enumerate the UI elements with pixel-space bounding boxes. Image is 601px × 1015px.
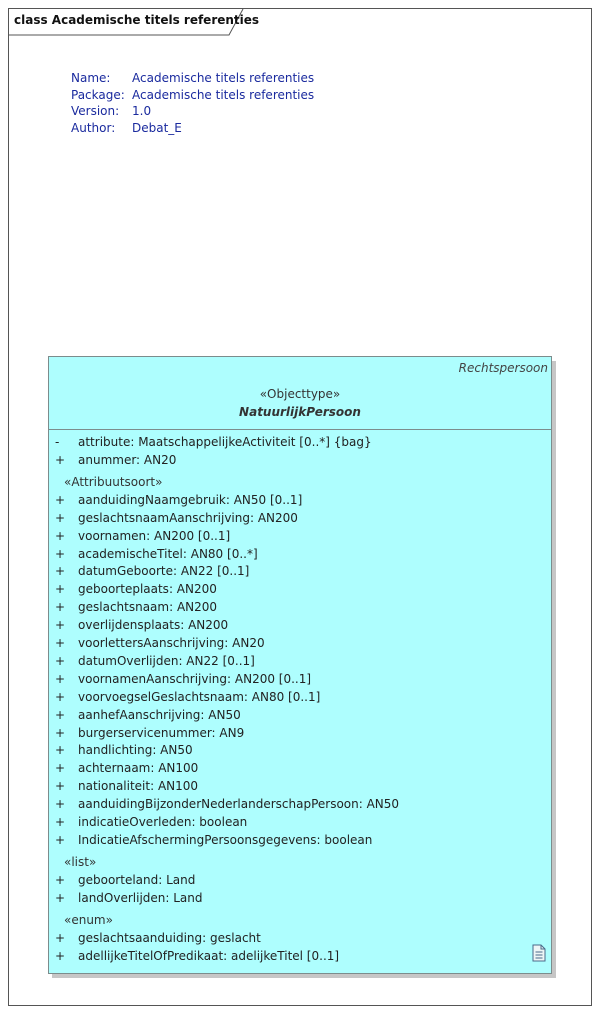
meta-value: Debat_E bbox=[132, 120, 182, 135]
visibility-marker: + bbox=[55, 707, 66, 722]
meta-row-version: Version: 1.0 bbox=[71, 103, 314, 120]
frame-title: class Academische titels referenties bbox=[14, 13, 260, 27]
attribute-text: geslachtsaanduiding: geslacht bbox=[78, 930, 261, 945]
attribute-text: attribute: MaatschappelijkeActiviteit [0… bbox=[78, 435, 372, 449]
visibility-marker: + bbox=[55, 725, 66, 740]
attribute-text: anummer: AN20 bbox=[78, 452, 177, 467]
meta-value: 1.0 bbox=[132, 104, 152, 118]
visibility-marker: + bbox=[55, 510, 66, 525]
attribute-text: indicatieOverleden: boolean bbox=[78, 815, 248, 829]
attribute-text: nationaliteit: AN100 bbox=[78, 779, 199, 794]
attribute-text: academischeTitel: AN80 [0..*] bbox=[78, 546, 258, 561]
visibility-marker: + bbox=[55, 779, 66, 794]
attribute-text: IndicatieAfschermingPersoonsgegevens: bo… bbox=[78, 832, 373, 847]
visibility-marker: + bbox=[55, 930, 66, 945]
visibility-marker: + bbox=[55, 797, 66, 812]
visibility-marker: + bbox=[55, 890, 66, 905]
visibility-marker: + bbox=[55, 653, 66, 668]
visibility-marker: + bbox=[55, 564, 66, 579]
visibility-marker: + bbox=[55, 671, 66, 686]
attribute-text: voorvoegselGeslachtsnaam: AN80 [0..1] bbox=[78, 689, 321, 704]
attribute-text: voornamenAanschrijving: AN200 [0..1] bbox=[78, 671, 312, 686]
attribute-text: aanhefAanschrijving: AN50 bbox=[78, 707, 241, 722]
visibility-marker: + bbox=[55, 636, 66, 650]
meta-row-name: Name: Academische titels referenties bbox=[71, 70, 314, 87]
visibility-marker: + bbox=[55, 492, 66, 507]
visibility-marker: + bbox=[55, 761, 66, 776]
visibility-marker: + bbox=[55, 582, 66, 597]
visibility-marker: + bbox=[55, 743, 66, 758]
attribute-text: handlichting: AN50 bbox=[78, 743, 193, 758]
meta-row-package: Package: Academische titels referenties bbox=[71, 87, 314, 104]
attribute-text: geboorteland: Land bbox=[78, 872, 196, 887]
meta-key: Version: bbox=[71, 104, 120, 118]
attribute-text: achternaam: AN100 bbox=[78, 761, 199, 776]
visibility-marker: + bbox=[55, 832, 66, 847]
compartment-divider bbox=[49, 429, 551, 430]
visibility-marker: + bbox=[55, 948, 66, 963]
visibility-marker: + bbox=[55, 618, 66, 633]
meta-row-author: Author: Debat_E bbox=[71, 120, 314, 137]
visibility-marker: + bbox=[55, 452, 66, 467]
diagram-properties: Name: Academische titels referenties Pac… bbox=[71, 70, 314, 136]
visibility-marker: + bbox=[55, 600, 66, 615]
attribute-text: aanduidingBijzonderNederlanderschapPerso… bbox=[78, 797, 400, 812]
attribute-text: geslachtsnaamAanschrijving: AN200 bbox=[78, 510, 298, 525]
visibility-marker: + bbox=[55, 689, 66, 704]
attribute-text: datumGeboorte: AN22 [0..1] bbox=[78, 564, 250, 579]
attribute-text: geboorteplaats: AN200 bbox=[78, 582, 217, 597]
note-icon[interactable] bbox=[531, 944, 547, 962]
attribute-text: burgerservicenummer: AN9 bbox=[78, 725, 245, 740]
frame-title-tab bbox=[9, 9, 244, 36]
class-stereotype: «Objecttype» bbox=[259, 387, 341, 401]
meta-key: Author: bbox=[71, 120, 116, 135]
meta-key: Package: bbox=[71, 87, 125, 102]
visibility-marker: + bbox=[55, 528, 66, 543]
parent-class-label: Rechtspersoon bbox=[458, 361, 548, 375]
visibility-marker: + bbox=[55, 815, 66, 829]
attribute-text: adellijkeTitelOfPredikaat: adelijkeTitel… bbox=[78, 948, 340, 963]
visibility-marker: - bbox=[55, 435, 60, 449]
stereotype-group-label: «Attribuutsoort» bbox=[64, 474, 163, 489]
stereotype-group-label: «enum» bbox=[64, 912, 113, 927]
attribute-text: overlijdensplaats: AN200 bbox=[78, 618, 229, 633]
class-natuurlijk-persoon[interactable]: Rechtspersoon «Objecttype» NatuurlijkPer… bbox=[48, 356, 552, 974]
stereotype-group-label: «list» bbox=[64, 854, 97, 869]
meta-key: Name: bbox=[71, 71, 111, 85]
attribute-text: geslachtsnaam: AN200 bbox=[78, 600, 218, 615]
visibility-marker: + bbox=[55, 546, 66, 561]
attribute-text: datumOverlijden: AN22 [0..1] bbox=[78, 653, 255, 668]
attribute-text: voorlettersAanschrijving: AN20 bbox=[78, 636, 265, 650]
attribute-text: voornamen: AN200 [0..1] bbox=[78, 528, 231, 543]
attribute-text: aanduidingNaamgebruik: AN50 [0..1] bbox=[78, 492, 303, 507]
meta-value: Academische titels referenties bbox=[132, 71, 315, 85]
meta-value: Academische titels referenties bbox=[132, 87, 315, 102]
attribute-text: landOverlijden: Land bbox=[78, 890, 203, 905]
visibility-marker: + bbox=[55, 872, 66, 887]
class-name: NatuurlijkPersoon bbox=[239, 405, 361, 419]
